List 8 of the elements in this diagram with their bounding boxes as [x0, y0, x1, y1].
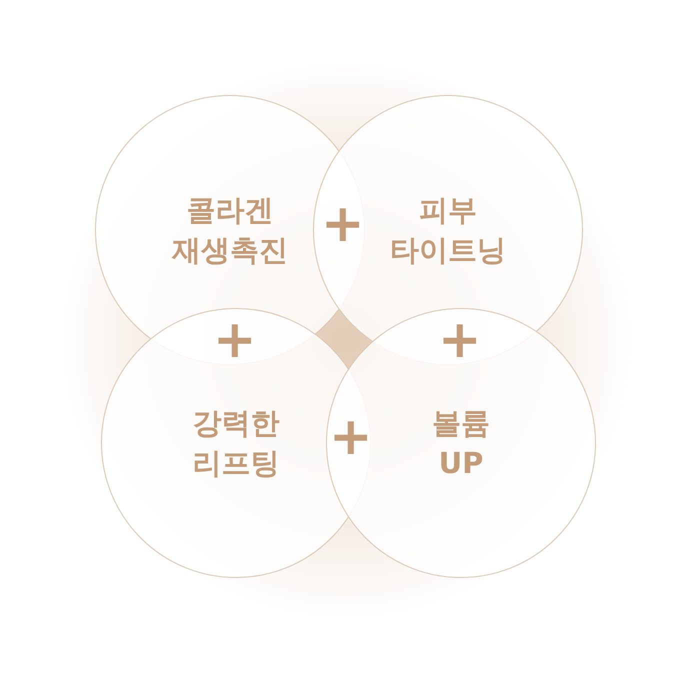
- plus-sign: +: [321, 198, 361, 250]
- plus-sign: +: [438, 314, 478, 366]
- plus-sign: +: [329, 411, 369, 463]
- plus-sign: +: [213, 314, 253, 366]
- circle-label: 피부 타이트닝: [390, 192, 506, 269]
- circle-label: 볼륨 UP: [432, 405, 490, 482]
- circle-label: 강력한 리프팅: [192, 405, 280, 482]
- circle-label: 콜라겐 재생촉진: [172, 192, 288, 269]
